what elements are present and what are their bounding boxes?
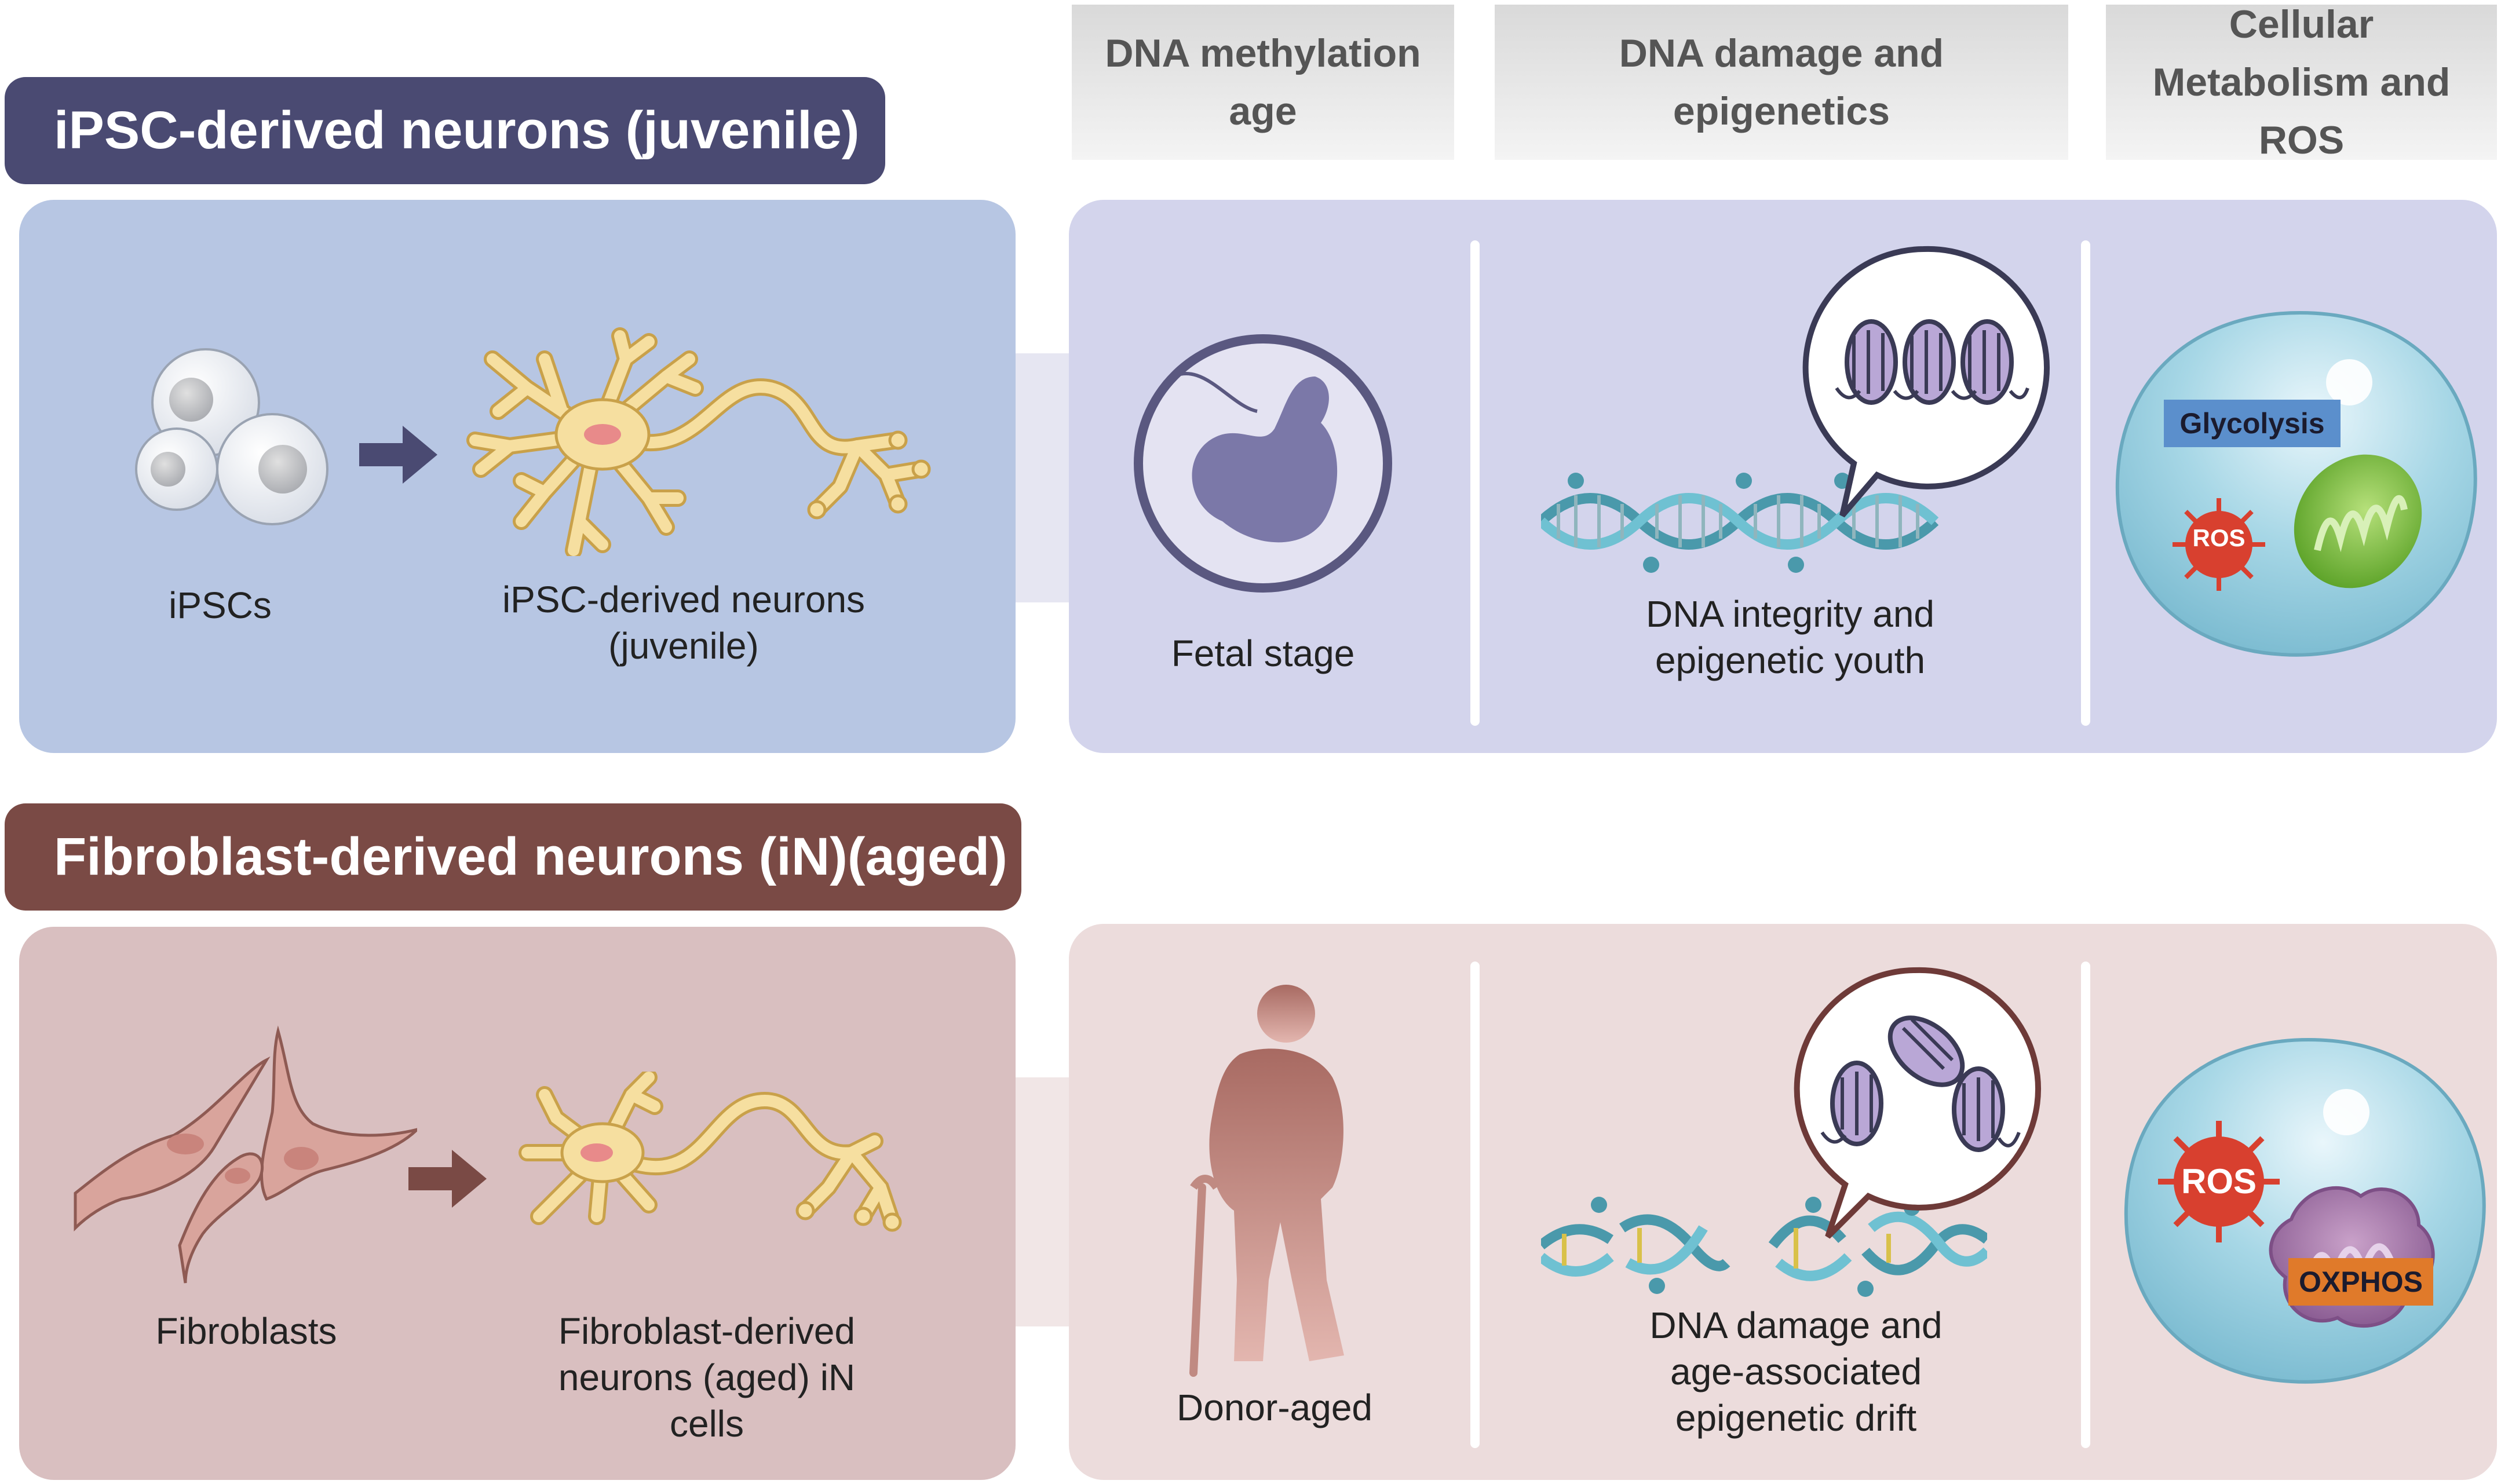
aged-ros-icon — [2158, 1121, 2280, 1242]
fibroblasts-label: Fibroblasts — [155, 1310, 337, 1352]
oxphos-badge: OXPHOS — [2288, 1258, 2433, 1306]
aged-ros-label: ROS — [2181, 1162, 2257, 1201]
elderly-person-icon — [1189, 985, 1344, 1377]
column-header-metabolism: Cellular Metabolism and ROS — [2106, 2, 2497, 162]
aged-left-panel — [19, 927, 1016, 1480]
juvenile-ros-label: ROS — [2192, 524, 2246, 551]
aged-dna-helix-illustration — [1541, 1197, 1987, 1297]
column-header-methylation: DNA methylation age — [1072, 5, 1454, 160]
juvenile-neuron-label: iPSC-derived neurons (juvenile) — [502, 579, 866, 667]
fibroblasts-illustration — [74, 1025, 417, 1284]
fetus-icon — [1134, 334, 1392, 593]
juvenile-chromatin-bubble — [1802, 246, 2050, 518]
juvenile-cell-illustration — [2115, 310, 2477, 657]
ipsc-label: iPSCs — [169, 584, 272, 626]
aged-divider-1 — [1470, 962, 1480, 1448]
juvenile-divider-1 — [1470, 240, 1480, 726]
juvenile-neuron-illustration — [466, 327, 931, 556]
ipsc-cells-illustration — [135, 348, 328, 525]
dna-damage-label: DNA damage and age-associated epigenetic… — [1649, 1304, 1943, 1439]
aged-arrow-icon — [408, 1150, 487, 1208]
juvenile-ros-icon — [2173, 498, 2265, 591]
aged-chromatin-bubble — [1794, 967, 2041, 1239]
juvenile-row-title: iPSC-derived neurons (juvenile) — [5, 77, 885, 184]
juvenile-arrow-icon — [359, 426, 437, 484]
aged-divider-2 — [2081, 962, 2090, 1448]
aged-neuron-illustration — [519, 1072, 902, 1232]
column-header-dna-damage: DNA damage and epigenetics — [1495, 5, 2068, 160]
donor-aged-label: Donor-aged — [1177, 1387, 1372, 1428]
dna-integrity-label: DNA integrity and epigenetic youth — [1645, 593, 1935, 681]
glycolysis-badge: Glycolysis — [2164, 400, 2341, 447]
aged-row-title: Fibroblast-derived neurons (iN)(aged) — [5, 803, 1021, 911]
juvenile-divider-2 — [2081, 240, 2090, 726]
aged-neuron-label: Fibroblast-derived neurons (aged) iN cel… — [558, 1310, 856, 1445]
fetal-stage-label: Fetal stage — [1171, 633, 1355, 674]
